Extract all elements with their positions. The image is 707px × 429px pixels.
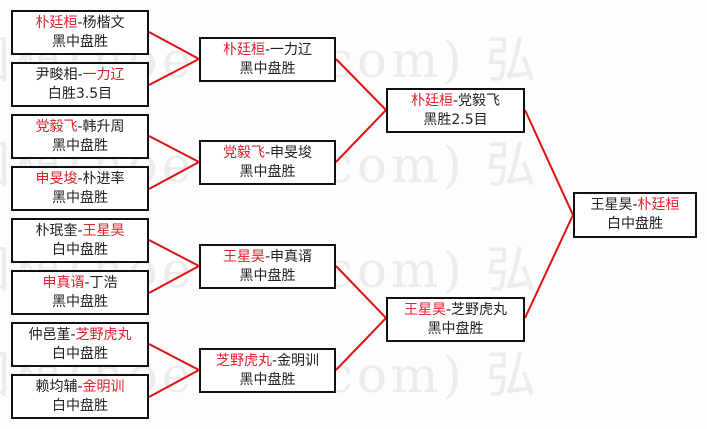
matchup: 党毅飞-申旻埈 <box>201 144 334 163</box>
player-name: 王星昊 <box>403 302 446 318</box>
matchup: 仲邑堇-芝野虎丸 <box>13 326 147 345</box>
bracket-connector <box>524 109 575 319</box>
matchup: 芝野虎丸-金明训 <box>201 352 334 371</box>
separator: - <box>271 353 278 369</box>
player-name: 王星昊 <box>590 197 633 213</box>
bracket-connector <box>148 135 202 190</box>
match-result: 白中盘胜 <box>607 216 663 232</box>
round3-match-box: 王星昊-芝野虎丸黑中盘胜 <box>386 297 525 342</box>
matchup: 赖均辅-金明训 <box>13 378 147 397</box>
player-name: 申旻埈 <box>35 171 78 187</box>
separator: - <box>77 223 83 239</box>
bracket-connector <box>148 239 202 294</box>
player-name: 金明训 <box>277 353 320 369</box>
separator: - <box>264 249 271 265</box>
round1-match-box: 赖均辅-金明训白中盘胜 <box>11 374 149 419</box>
separator: - <box>77 171 83 187</box>
matchup: 申真谞-丁浩 <box>13 274 147 293</box>
round1-match-box: 申真谞-丁浩黑中盘胜 <box>11 270 149 315</box>
match-result: 黑中盘胜 <box>239 268 296 284</box>
separator: - <box>452 93 459 109</box>
round2-match-box: 党毅飞-申旻埈黑中盘胜 <box>199 140 336 185</box>
separator: - <box>632 197 638 213</box>
player-name: 韩升周 <box>82 119 125 135</box>
player-name: 金明训 <box>82 379 125 395</box>
separator: - <box>445 302 452 318</box>
match-result: 黑中盘胜 <box>239 164 296 180</box>
match-result: 黑中盘胜 <box>52 34 108 50</box>
matchup: 王星昊-申真谞 <box>201 248 334 267</box>
player-name: 尹畯相 <box>35 67 78 83</box>
player-name: 党毅飞 <box>458 93 501 109</box>
round3-match-box: 朴廷桓-党毅飞黑胜2.5目 <box>386 88 525 133</box>
player-name: 王星昊 <box>82 223 125 239</box>
player-name: 朴进率 <box>82 171 125 187</box>
matchup: 朴廷桓-一力辽 <box>201 41 334 60</box>
player-name: 申旻埈 <box>270 145 313 161</box>
matchup: 朴珉奎-王星昊 <box>13 222 147 241</box>
matchup: 王星昊-朴廷桓 <box>575 196 695 215</box>
player-name: 一力辽 <box>270 42 313 58</box>
matchup: 申旻埈-朴进率 <box>13 170 147 189</box>
matchup: 王星昊-芝野虎丸 <box>388 301 523 320</box>
player-name: 赖均辅 <box>35 379 78 395</box>
match-result: 黑中盘胜 <box>427 321 484 337</box>
player-name: 一力辽 <box>82 67 125 83</box>
player-name: 朴廷桓 <box>637 197 680 213</box>
bracket-connector <box>148 343 202 398</box>
player-name: 朴廷桓 <box>222 42 265 58</box>
player-name: 朴廷桓 <box>35 15 78 31</box>
separator: - <box>84 275 90 291</box>
player-name: 朴珉奎 <box>35 223 78 239</box>
separator: - <box>77 379 83 395</box>
round1-match-box: 申旻埈-朴进率黑中盘胜 <box>11 166 149 211</box>
match-result: 白中盘胜 <box>52 346 108 362</box>
match-result: 黑中盘胜 <box>239 61 296 77</box>
round1-match-box: 朴廷桓-杨楷文黑中盘胜 <box>11 10 149 55</box>
separator: - <box>77 67 83 83</box>
matchup: 朴廷桓-杨楷文 <box>13 14 147 33</box>
match-result: 黑中盘胜 <box>52 294 108 310</box>
match-result: 白胜3.5目 <box>47 86 113 102</box>
separator: - <box>264 145 271 161</box>
bracket-connector <box>335 58 388 163</box>
player-name: 党毅飞 <box>222 145 265 161</box>
round2-match-box: 芝野虎丸-金明训黑中盘胜 <box>199 348 336 393</box>
separator: - <box>77 119 83 135</box>
matchup: 朴廷桓-党毅飞 <box>388 92 523 111</box>
player-name: 丁浩 <box>89 275 118 291</box>
separator: - <box>77 15 83 31</box>
player-name: 党毅飞 <box>35 119 78 135</box>
player-name: 王星昊 <box>222 249 265 265</box>
match-result: 黑中盘胜 <box>52 138 108 154</box>
round1-match-box: 党毅飞-韩升周黑中盘胜 <box>11 114 149 159</box>
round2-match-box: 朴廷桓-一力辽黑中盘胜 <box>199 37 336 82</box>
player-name: 申真谞 <box>270 249 313 265</box>
round1-match-box: 仲邑堇-芝野虎丸白中盘胜 <box>11 322 149 367</box>
player-name: 申真谞 <box>42 275 85 291</box>
player-name: 朴廷桓 <box>410 93 453 109</box>
player-name: 芝野虎丸 <box>215 353 272 369</box>
final-match-box: 王星昊-朴廷桓白中盘胜 <box>573 192 697 238</box>
round1-match-box: 朴珉奎-王星昊白中盘胜 <box>11 218 149 263</box>
player-name: 仲邑堇 <box>28 327 71 343</box>
separator: - <box>70 327 76 343</box>
bracket-connector <box>148 31 202 86</box>
player-name: 芝野虎丸 <box>75 327 132 343</box>
separator: - <box>264 42 271 58</box>
match-result: 黑中盘胜 <box>239 372 296 388</box>
matchup: 尹畯相-一力辽 <box>13 66 147 85</box>
player-name: 杨楷文 <box>82 15 125 31</box>
match-result: 黑胜2.5目 <box>423 112 488 128</box>
match-result: 白中盘胜 <box>52 398 108 414</box>
bracket-connector <box>335 265 388 371</box>
player-name: 芝野虎丸 <box>451 302 508 318</box>
round2-match-box: 王星昊-申真谞黑中盘胜 <box>199 244 336 289</box>
match-result: 白中盘胜 <box>52 242 108 258</box>
match-result: 黑中盘胜 <box>52 190 108 206</box>
round1-match-box: 尹畯相-一力辽白胜3.5目 <box>11 62 149 107</box>
matchup: 党毅飞-韩升周 <box>13 118 147 137</box>
